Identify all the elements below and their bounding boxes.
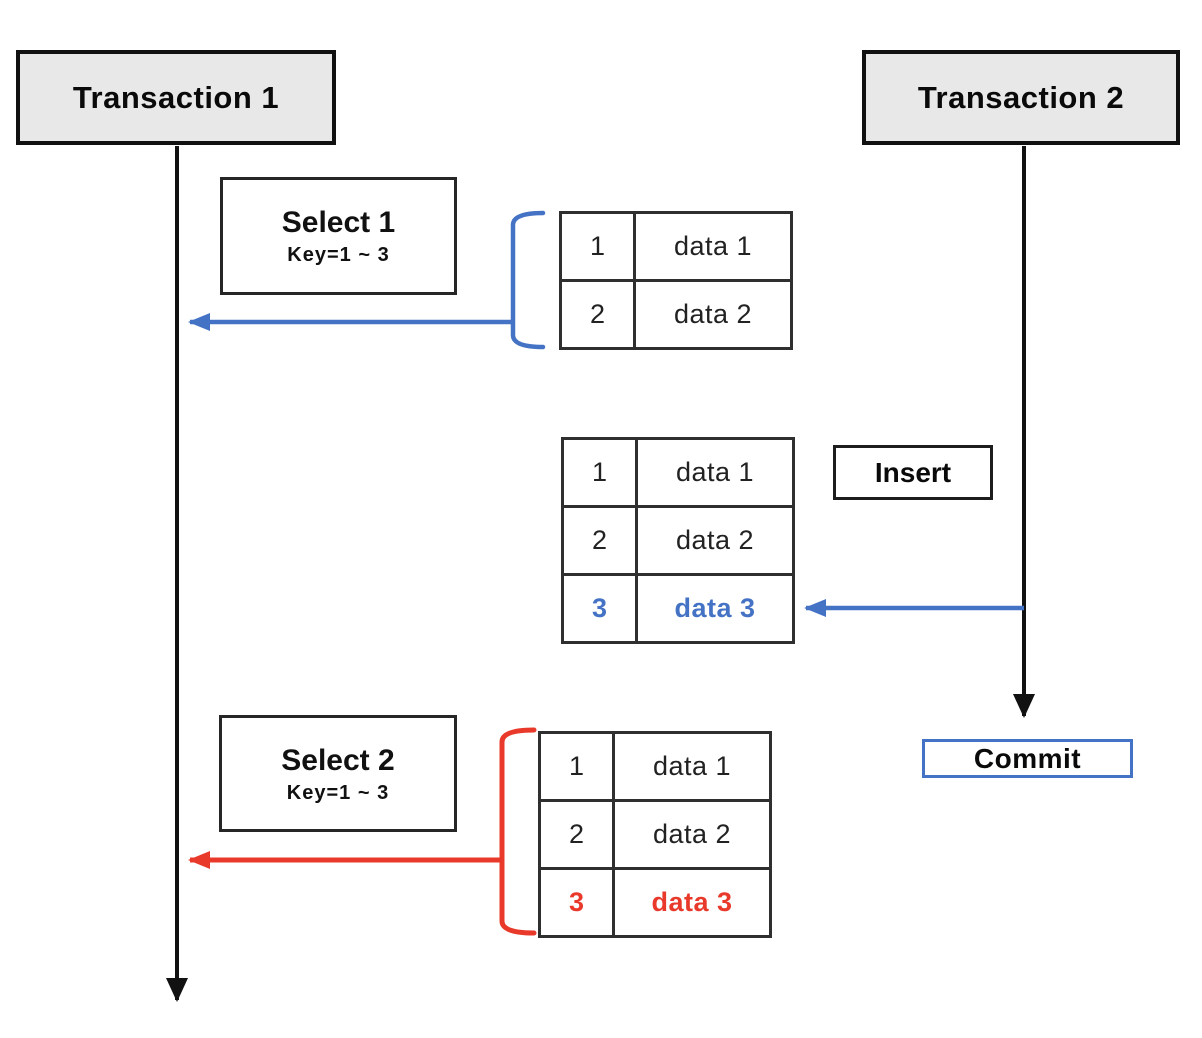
key-cell: 1 bbox=[562, 214, 636, 279]
value-cell: data 3 bbox=[674, 593, 756, 623]
table-row: 2 data 2 bbox=[562, 279, 790, 347]
value-cell: data 2 bbox=[675, 525, 755, 555]
transaction1-box: Transaction 1 bbox=[16, 50, 336, 145]
table-row: 1 data 1 bbox=[562, 214, 790, 279]
value-cell: data 1 bbox=[675, 457, 755, 487]
table-row-phantom: 3 data 3 bbox=[541, 867, 769, 935]
select2-condition: Key=1 ~ 3 bbox=[286, 781, 390, 804]
value-cell: data 2 bbox=[673, 299, 753, 329]
key-cell: 2 bbox=[562, 282, 636, 347]
value-cell: data 2 bbox=[652, 819, 732, 849]
select2-bracket bbox=[499, 727, 537, 936]
table-row: 2 data 2 bbox=[564, 505, 792, 573]
select1-box: Select 1 Key=1 ~ 3 bbox=[220, 177, 457, 295]
key-cell: 2 bbox=[541, 802, 615, 867]
table-row-inserted: 3 data 3 bbox=[564, 573, 792, 641]
after-insert-table: 1 data 1 2 data 2 3 data 3 bbox=[561, 437, 795, 644]
table-row: 1 data 1 bbox=[541, 734, 769, 799]
insert-box: Insert bbox=[833, 445, 993, 500]
select1-title: Select 1 bbox=[281, 206, 396, 239]
key-cell: 3 bbox=[541, 870, 615, 935]
table-row: 2 data 2 bbox=[541, 799, 769, 867]
select1-condition: Key=1 ~ 3 bbox=[287, 244, 390, 266]
key-cell: 1 bbox=[541, 734, 615, 799]
select2-result-table: 1 data 1 2 data 2 3 data 3 bbox=[538, 731, 772, 938]
commit-box: Commit bbox=[922, 739, 1133, 778]
key-cell: 2 bbox=[564, 508, 638, 573]
transaction2-box: Transaction 2 bbox=[862, 50, 1180, 145]
value-cell: data 3 bbox=[651, 887, 733, 917]
transaction2-label: Transaction 2 bbox=[917, 79, 1125, 115]
select1-result-table: 1 data 1 2 data 2 bbox=[559, 211, 793, 350]
key-cell: 1 bbox=[564, 440, 638, 505]
select2-box: Select 2 Key=1 ~ 3 bbox=[219, 715, 457, 832]
insert-label: Insert bbox=[874, 456, 952, 488]
select1-bracket bbox=[510, 210, 546, 350]
table-row: 1 data 1 bbox=[564, 440, 792, 505]
value-cell: data 1 bbox=[673, 231, 753, 261]
transaction1-label: Transaction 1 bbox=[72, 79, 280, 115]
select2-title: Select 2 bbox=[281, 743, 395, 777]
commit-label: Commit bbox=[973, 742, 1082, 774]
value-cell: data 1 bbox=[652, 751, 732, 781]
key-cell: 3 bbox=[564, 576, 638, 641]
